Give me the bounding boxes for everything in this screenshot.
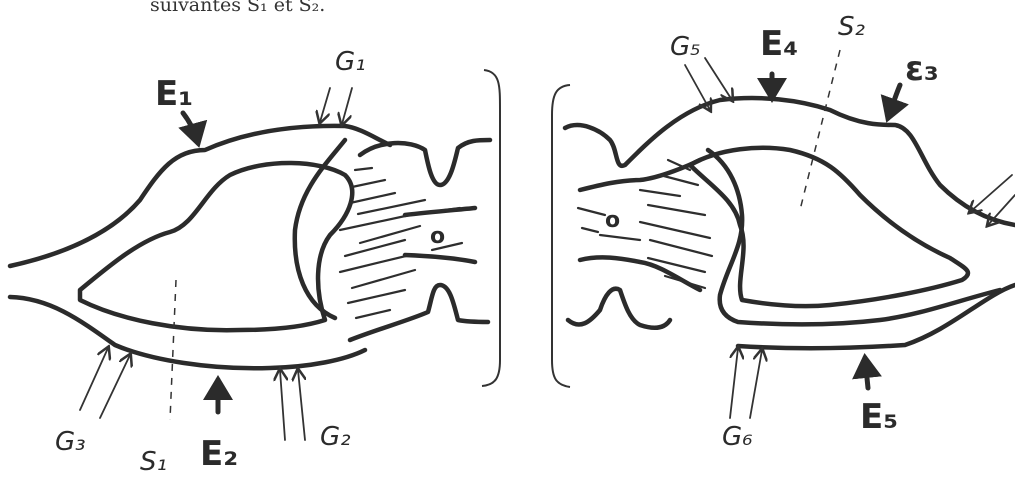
label-e4: E₄ xyxy=(760,24,798,64)
label-g5: G₅ xyxy=(670,32,701,62)
label-g2: G₂ xyxy=(320,422,351,452)
s2-line xyxy=(800,50,840,210)
left-bracket xyxy=(482,70,500,386)
label-g6: G₆ xyxy=(722,422,753,452)
right-left-lobe-bottom xyxy=(580,257,700,290)
right-o-label: o xyxy=(605,208,620,233)
g5-arrow-b xyxy=(705,58,732,100)
right-inner-wall xyxy=(708,150,1000,324)
right-left-lobe-top xyxy=(580,160,700,190)
left-right-lobe-bottom xyxy=(350,285,488,340)
g3-arrow-b xyxy=(100,355,130,418)
right-outer-top xyxy=(565,98,1015,225)
label-e3: ɛ₃ xyxy=(905,49,939,89)
label-e2: E₂ xyxy=(200,434,238,474)
g5-arrow-a xyxy=(685,65,710,110)
e1-arrow xyxy=(183,113,198,143)
labels: E₁ E₂ ɛ₃ E₄ E₅ G₁ G₂ G₃ G₅ G₆ S₁ S₂ xyxy=(55,12,939,477)
g1-arrow-b xyxy=(342,88,352,124)
g3-arrow-a xyxy=(80,348,108,410)
right-cavity xyxy=(690,148,968,306)
s1-line xyxy=(170,280,176,420)
left-outer-top xyxy=(10,126,390,266)
e5-arrow xyxy=(865,358,868,388)
label-g3: G₃ xyxy=(55,427,86,457)
arrows xyxy=(80,58,1015,440)
right-outer-bottom xyxy=(738,285,1015,348)
right-figure: o xyxy=(552,50,1015,387)
left-right-lobe-top xyxy=(360,140,490,185)
e3-arrow xyxy=(888,85,900,118)
g6-arrow-a xyxy=(730,348,738,418)
g1-arrow-a xyxy=(320,88,330,122)
right-bracket xyxy=(552,85,570,387)
right-left-stub xyxy=(568,289,670,328)
label-e1: E₁ xyxy=(155,74,193,114)
g6-arrow-b xyxy=(750,350,762,418)
left-figure: o xyxy=(10,70,500,420)
left-o-label: o xyxy=(430,224,445,249)
g2-arrow-a xyxy=(280,370,285,440)
label-s2: S₂ xyxy=(838,12,865,42)
left-outer-bottom xyxy=(10,297,365,368)
label-g1: G₁ xyxy=(335,47,366,77)
label-e5: E₅ xyxy=(860,397,898,437)
g2-arrow-b xyxy=(298,370,305,440)
label-s1: S₁ xyxy=(140,447,167,477)
